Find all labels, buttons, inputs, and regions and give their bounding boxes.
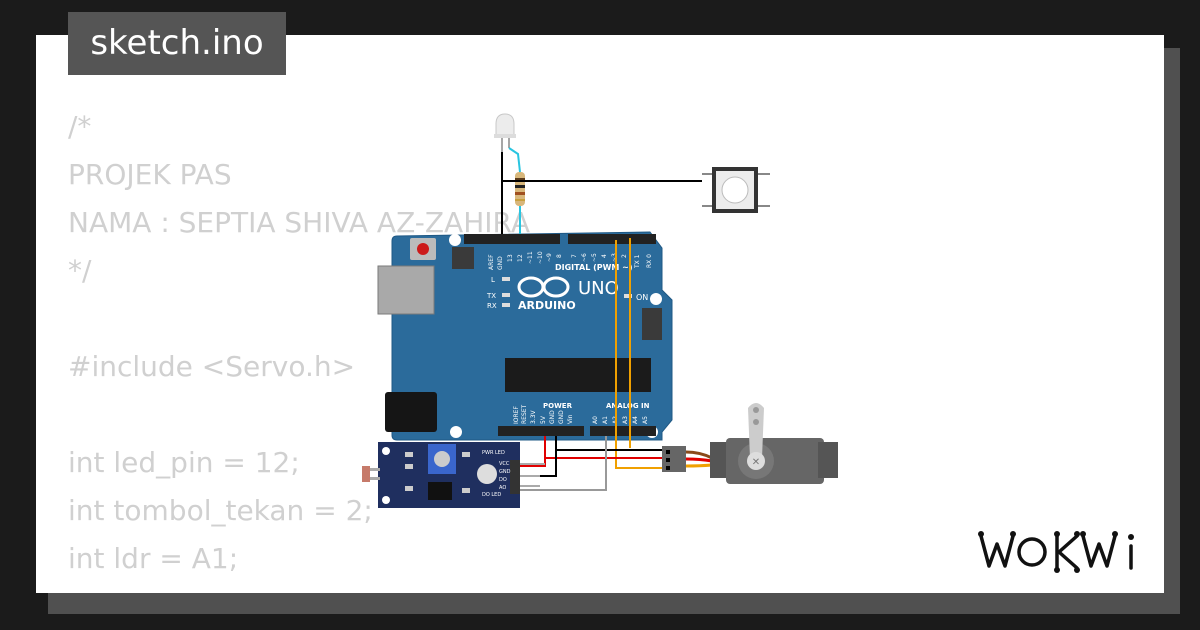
led-on	[624, 294, 632, 298]
pin-label: 2	[621, 254, 628, 258]
usb-port	[377, 265, 435, 315]
ldr-label-vcc: VCC	[499, 461, 510, 467]
servo-screw-icon: ✕	[752, 457, 760, 468]
pin-label: 4	[601, 254, 608, 258]
code-line: int tombol_tekan = 2;	[68, 494, 373, 527]
power-header	[498, 426, 584, 436]
reset-button-cap	[417, 243, 429, 255]
wokwi-logo[interactable]: WOKWi	[975, 528, 1150, 576]
code-line: PROJEK PAS	[68, 158, 232, 191]
pin-label: 12	[517, 254, 524, 262]
ldr-sensor-module[interactable]: PWR LED VCC GND DO AO DO LED	[362, 442, 545, 508]
led-l	[502, 277, 510, 281]
pin-label: Vin	[567, 414, 574, 424]
on-led-label: ON	[636, 293, 648, 302]
pin-label: ~5	[591, 253, 598, 262]
pin-label: 8	[556, 254, 563, 258]
pin-label: ~6	[581, 253, 588, 262]
pin-label: RESET	[521, 404, 528, 424]
photoresistor	[362, 466, 370, 482]
pin-label: TX 1	[634, 254, 641, 269]
code-preview: /* PROJEK PAS NAMA : SEPTIA SHIVA AZ-ZAHIR…	[68, 103, 530, 593]
ldr-label-do: DO	[499, 477, 507, 483]
pin-label: RX 0	[646, 254, 653, 268]
mounting-hole	[449, 234, 461, 246]
code-line: NAMA : SEPTIA SHIVA AZ-ZAHIRA	[68, 206, 530, 239]
resistor-component[interactable]	[515, 172, 525, 206]
arduino-infinity-logo	[517, 276, 570, 298]
pushbutton-component[interactable]	[702, 167, 770, 213]
pin-label: 7	[571, 254, 578, 258]
led-component[interactable]	[494, 113, 516, 152]
pin-label: A1	[602, 416, 609, 424]
code-line: */	[68, 254, 92, 287]
pin-label: A0	[592, 416, 599, 424]
icsp-header	[452, 247, 474, 269]
led-tx-label: TX	[486, 292, 496, 300]
ldr-label-do-led: DO LED	[482, 492, 501, 498]
pin-label: ~10	[537, 251, 544, 264]
code-line: #include <Servo.h>	[68, 350, 356, 383]
power-jack	[385, 392, 437, 432]
pin-label: IOREF	[513, 406, 520, 424]
mounting-hole	[450, 426, 462, 438]
led-tx	[502, 293, 510, 297]
arduino-model-label: UNO	[578, 278, 619, 299]
ldr-label-gnd: GND	[499, 469, 511, 475]
digital-pins-label: DIGITAL (PWM ~)	[555, 263, 633, 272]
power-label: POWER	[543, 402, 573, 410]
led-l-label: L	[491, 276, 495, 284]
code-line: int pb_int_val	[68, 583, 530, 593]
pin-label: 5V	[540, 415, 547, 424]
arduino-uno-board[interactable]: ARDUINO UNO DIGITAL (PWM ~) ON POWER ANA…	[377, 231, 673, 441]
wires	[501, 147, 702, 491]
file-tab[interactable]: sketch.ino	[68, 12, 286, 75]
pin-label: 3.3V	[530, 409, 537, 424]
pin-label: A5	[642, 416, 649, 424]
icsp-header-right	[642, 308, 662, 340]
pin-label: A4	[632, 416, 639, 424]
digital-header-left	[464, 234, 560, 244]
led-rx	[502, 303, 510, 307]
pin-label: GND	[497, 256, 504, 270]
code-line: int ldr = A1;	[68, 542, 239, 575]
servo-motor[interactable]: ✕	[662, 403, 838, 484]
pin-label: ~9	[546, 253, 553, 262]
pin-label: GND	[549, 410, 556, 424]
pin-label: AREF	[488, 254, 495, 270]
ldr-label-ao: AO	[499, 485, 506, 491]
analog-in-label: ANALOG IN	[606, 402, 650, 410]
code-line: int led_pin = 12;	[68, 446, 300, 479]
comparator-chip	[428, 482, 452, 500]
digital-header-right	[568, 234, 656, 244]
pin-label: ~11	[527, 251, 534, 264]
pin-label: A3	[622, 416, 629, 424]
arduino-logo-text: ARDUINO	[518, 299, 576, 312]
atmega-chip	[505, 358, 651, 392]
pin-label: GND	[558, 410, 565, 424]
analog-header	[590, 426, 656, 436]
ldr-label-pwr-led: PWR LED	[482, 450, 505, 456]
led-rx-label: RX	[487, 302, 497, 310]
pin-label: ~3	[611, 253, 618, 262]
pin-label: 13	[507, 254, 514, 262]
wokwi-logo-icon	[978, 531, 1134, 573]
mounting-hole	[650, 293, 662, 305]
code-line: /*	[68, 110, 92, 143]
